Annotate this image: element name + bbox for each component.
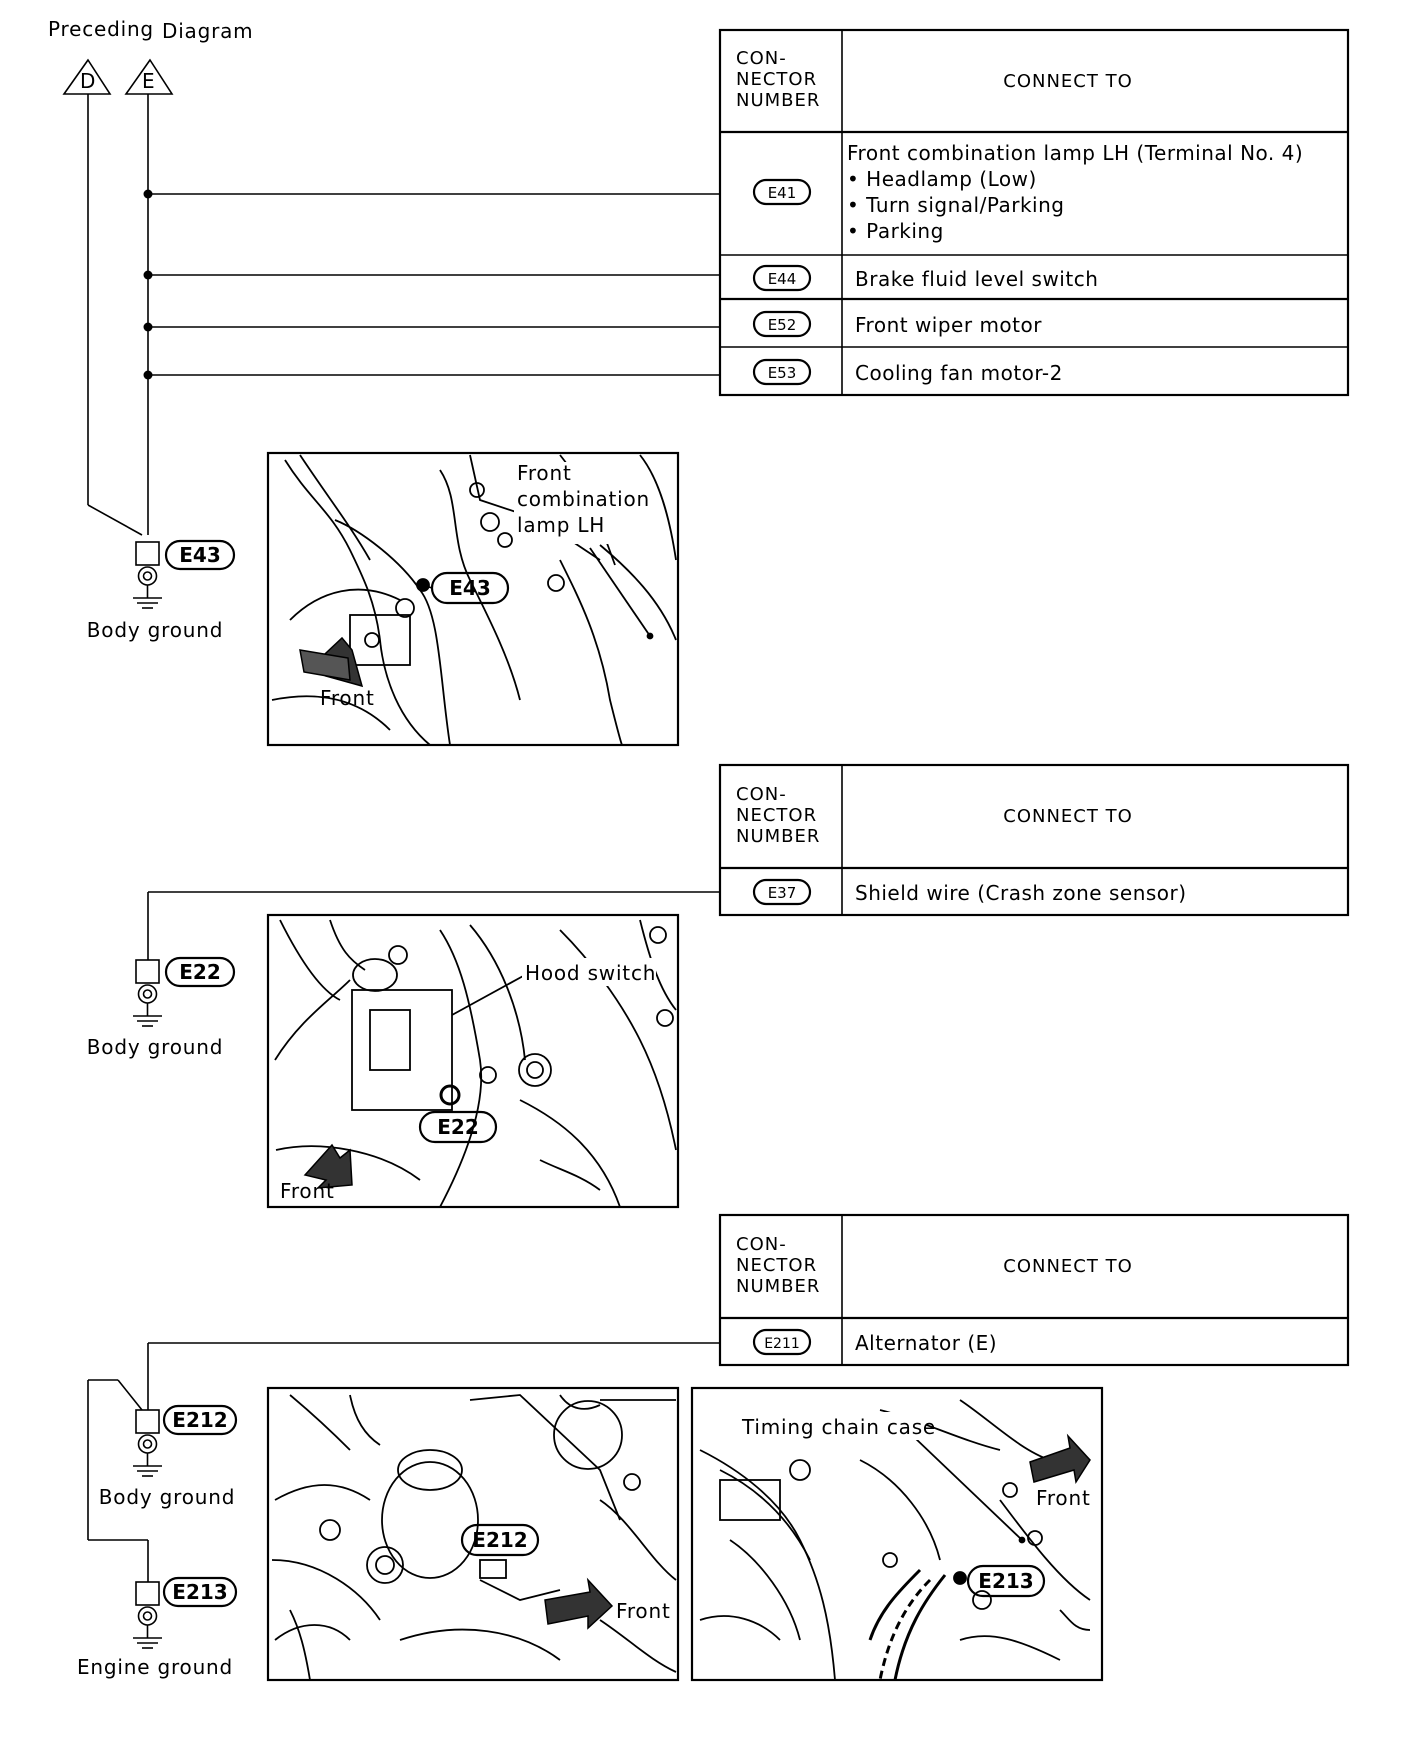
svg-text:E212: E212 [172, 1408, 227, 1432]
illustration-e212: E212 Front [266, 1386, 680, 1682]
callout-e43: E43 [449, 576, 491, 600]
connector-e52: E52 Front wiper motor [752, 310, 1042, 338]
ground-e213: E213 Engine ground [77, 1576, 238, 1679]
svg-text:E: E [142, 69, 155, 93]
ref-triangle-d: D [62, 58, 112, 95]
connector-e211: E211 Alternator (E) [752, 1328, 997, 1356]
svg-text:Shield wire (Crash zone sensor: Shield wire (Crash zone sensor) [855, 881, 1187, 905]
connector-e53: E53 Cooling fan motor-2 [752, 358, 1063, 386]
svg-text:Alternator (E): Alternator (E) [855, 1331, 997, 1355]
illustration-e43: E43 Front combination lamp LH Front [266, 451, 680, 747]
ground-e212-label: Body ground [99, 1485, 235, 1509]
wires-section-3 [87, 1342, 720, 1582]
label-front-combination-lamp-3: lamp LH [517, 513, 605, 537]
front-label-e22: Front [280, 1179, 335, 1203]
svg-text:E53: E53 [768, 364, 797, 382]
svg-text:E211: E211 [764, 1336, 800, 1352]
svg-text:E37: E37 [768, 884, 797, 902]
ground-e22-label: Body ground [87, 1035, 223, 1059]
header-number-1: CON- [736, 48, 787, 69]
callout-e22: E22 [437, 1115, 479, 1139]
wires-section-1 [87, 94, 720, 536]
connector-table-3: CON- NECTOR NUMBER CONNECT TO E211 Alter… [718, 1213, 1350, 1367]
svg-text:E22: E22 [179, 960, 221, 984]
svg-text:CONNECT TO: CONNECT TO [1003, 806, 1133, 827]
svg-text:Brake fluid level switch: Brake fluid level switch [855, 267, 1098, 291]
callout-e212: E212 [472, 1528, 527, 1552]
svg-text:E44: E44 [768, 270, 797, 288]
label-timing-chain-case: Timing chain case [741, 1415, 936, 1439]
svg-text:Cooling fan motor-2: Cooling fan motor-2 [855, 361, 1063, 385]
svg-text:• Parking: • Parking [847, 219, 944, 243]
callout-e213: E213 [978, 1569, 1033, 1593]
svg-text:NUMBER: NUMBER [736, 826, 820, 847]
svg-text:CONNECT TO: CONNECT TO [1003, 1256, 1133, 1277]
ground-e213-label: Engine ground [77, 1655, 233, 1679]
front-arrow-e212 [544, 1577, 614, 1630]
ground-e43-label: Body ground [87, 618, 223, 642]
ref-triangle-e: E [124, 58, 174, 95]
header-connect-to: CONNECT TO [1003, 71, 1133, 92]
svg-text:NECTOR: NECTOR [736, 1255, 817, 1276]
svg-text:Front combination lamp LH (Ter: Front combination lamp LH (Terminal No. … [847, 141, 1303, 165]
preceding-label: Preceding [48, 17, 154, 41]
connector-e37: E37 Shield wire (Crash zone sensor) [752, 878, 1187, 906]
svg-text:NECTOR: NECTOR [736, 805, 817, 826]
wires-section-2 [147, 891, 720, 960]
label-front-combination-lamp-1: Front [517, 461, 572, 485]
front-label-e213: Front [1036, 1486, 1091, 1510]
header-number-2: NECTOR [736, 69, 817, 90]
svg-text:NUMBER: NUMBER [736, 1276, 820, 1297]
connector-table-2: CON- NECTOR NUMBER CONNECT TO E37 Shield… [718, 763, 1350, 917]
front-arrow-e213 [1029, 1433, 1091, 1485]
connector-table-1: CON- NECTOR NUMBER CONNECT TO E41 Front … [718, 28, 1350, 397]
connector-e44: E44 Brake fluid level switch [752, 264, 1098, 292]
illustration-e22: E22 Hood switch Front [266, 913, 680, 1209]
svg-text:• Headlamp (Low): • Headlamp (Low) [847, 167, 1037, 191]
ground-e22: E22 Body ground [87, 956, 236, 1059]
svg-text:E43: E43 [179, 543, 221, 567]
label-hood-switch: Hood switch [525, 961, 656, 985]
svg-text:D: D [80, 69, 96, 93]
ground-e212: E212 Body ground [99, 1404, 238, 1509]
svg-text:E52: E52 [768, 316, 797, 334]
svg-text:E213: E213 [172, 1580, 227, 1604]
diagram-label: Diagram [162, 19, 253, 43]
ground-e43: E43 Body ground [87, 539, 236, 642]
connector-e41: E41 Front combination lamp LH (Terminal … [752, 141, 1303, 243]
illustration-e213: Timing chain case Front E213 [690, 1386, 1104, 1682]
front-label-e212: Front [616, 1599, 671, 1623]
svg-text:Front wiper motor: Front wiper motor [855, 313, 1042, 337]
front-label-e43: Front [320, 686, 375, 710]
svg-text:CON-: CON- [736, 784, 787, 805]
svg-text:E41: E41 [768, 184, 797, 202]
front-arrow-e22 [303, 1143, 353, 1189]
svg-text:CON-: CON- [736, 1234, 787, 1255]
svg-text:• Turn signal/Parking: • Turn signal/Parking [847, 193, 1064, 217]
header-number-3: NUMBER [736, 90, 820, 111]
label-front-combination-lamp-2: combination [517, 487, 650, 511]
